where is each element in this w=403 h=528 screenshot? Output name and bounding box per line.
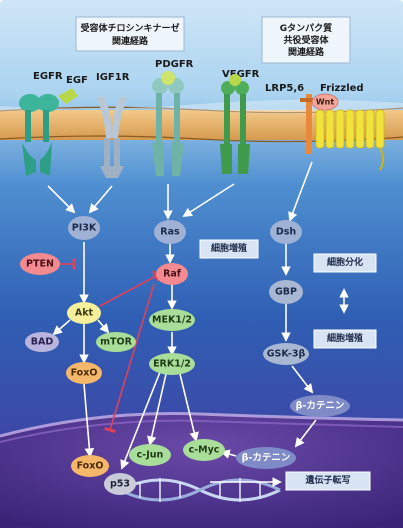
title-rtk-line2: 関連経路 <box>112 35 149 47</box>
akt-label: Akt <box>75 308 94 319</box>
label-egf: EGF <box>66 75 88 86</box>
raf-label: Raf <box>163 269 182 280</box>
bcat1-label: β-カテニン <box>296 401 345 412</box>
node-foxo-nucleus: FoxO <box>71 455 109 477</box>
node-pten: PTEN <box>20 253 60 275</box>
arrow-gsk-bcat <box>291 365 314 394</box>
egf-ligand <box>58 88 78 104</box>
label-igf1r: IGF1R <box>96 72 130 83</box>
node-cmyc: c-Myc <box>183 439 225 461</box>
vegfr-receptor <box>220 74 250 174</box>
node-bcat-cytoplasm: β-カテニン <box>290 395 350 417</box>
inhibit-raf-p53 <box>104 283 155 433</box>
inhibition-lines <box>60 258 160 433</box>
box-diff: 細胞分化 <box>313 253 377 273</box>
label-egfr: EGFR <box>33 71 63 82</box>
node-raf: Raf <box>156 263 188 285</box>
arrow-igf1r-pi3k <box>88 185 113 214</box>
title-rtk: 受容体チロシンキナーゼ 関連経路 <box>75 16 185 52</box>
egfr-receptor <box>19 88 78 176</box>
box-prolif-2: 細胞増殖 <box>313 329 377 349</box>
gsk-label: GSK-3β <box>267 349 306 360</box>
node-foxo-cytoplasm: FoxO <box>66 362 102 384</box>
cmyc-label: c-Myc <box>189 445 220 456</box>
label-vegfr: VEGFR <box>222 69 260 80</box>
title-gpcr-line3: 関連経路 <box>288 46 325 58</box>
node-akt: Akt <box>67 302 101 324</box>
gbp-label: GBP <box>275 287 297 298</box>
label-pdgfr: PDGFR <box>155 59 194 70</box>
ras-label: Ras <box>160 227 180 238</box>
arrow-foxo-foxo <box>83 383 95 458</box>
arrow-frizzled-dsh <box>288 161 313 222</box>
title-gpcr-line2: 共役受容体 <box>283 34 329 46</box>
erk-label: ERK1/2 <box>153 359 191 370</box>
arrow-erk-p53 <box>120 371 161 470</box>
lrp56-receptor <box>300 94 318 154</box>
p53-label: p53 <box>110 479 130 490</box>
diff-label: 細胞分化 <box>327 256 363 268</box>
box-prolif-1: 細胞増殖 <box>199 239 259 259</box>
title-gpcr: Gタンパク質 共役受容体 関連経路 <box>261 16 351 64</box>
wnt-label: Wnt <box>316 98 335 107</box>
foxo2-label: FoxO <box>77 461 104 472</box>
pten-label: PTEN <box>26 259 54 270</box>
prolif1-label: 細胞増殖 <box>211 242 247 254</box>
bad-label: BAD <box>31 337 54 348</box>
pdgfr-receptor <box>152 71 184 176</box>
arrow-erk-cjun <box>147 373 167 446</box>
foxo1-label: FoxO <box>71 368 98 379</box>
node-dsh: Dsh <box>270 220 302 244</box>
frizzled-receptor <box>315 109 385 171</box>
label-lrp56: LRP5,6 <box>265 83 304 94</box>
title-gpcr-line1: Gタンパク質 <box>280 22 332 34</box>
node-p53: p53 <box>104 473 136 495</box>
arrow-vegfr-ras <box>182 183 235 218</box>
box-transcription: 遺伝子転写 <box>285 471 371 491</box>
label-frizzled: Frizzled <box>320 83 364 94</box>
arrow-erk-cmyc <box>179 373 199 442</box>
inhibit-akt-raf <box>99 270 160 307</box>
bcat2-label: β-カテニン <box>242 453 291 464</box>
arrow-bcat-bcat <box>294 419 317 448</box>
dsh-label: Dsh <box>276 227 297 238</box>
arrow-akt-mtor <box>97 319 110 334</box>
wnt-ligand: Wnt <box>311 93 339 111</box>
mek-label: MEK1/2 <box>152 315 192 326</box>
nucleus <box>0 411 403 528</box>
igf1r-receptor <box>96 96 128 178</box>
arrow-egfr-pi3k <box>47 185 76 214</box>
title-rtk-line1: 受容体チロシンキナーゼ <box>80 22 179 34</box>
node-ras: Ras <box>154 220 186 244</box>
node-gsk: GSK-3β <box>263 343 309 365</box>
node-mtor: mTOR <box>96 332 136 352</box>
cjun-label: c-Jun <box>137 450 164 461</box>
node-erk: ERK1/2 <box>149 353 195 375</box>
node-bcat-nucleus: β-カテニン <box>236 447 296 469</box>
pathway-arrows <box>47 161 349 487</box>
pi3k-label: PI3K <box>72 223 97 234</box>
node-mek: MEK1/2 <box>149 309 195 331</box>
prolif2-label: 細胞増殖 <box>327 332 363 344</box>
node-pi3k: PI3K <box>68 216 100 240</box>
arrow-akt-bad <box>52 319 71 336</box>
node-gbp: GBP <box>269 280 303 304</box>
mtor-label: mTOR <box>100 337 132 348</box>
node-cjun: c-Jun <box>129 444 171 466</box>
node-bad: BAD <box>25 332 59 352</box>
transcription-label: 遺伝子転写 <box>304 474 350 486</box>
